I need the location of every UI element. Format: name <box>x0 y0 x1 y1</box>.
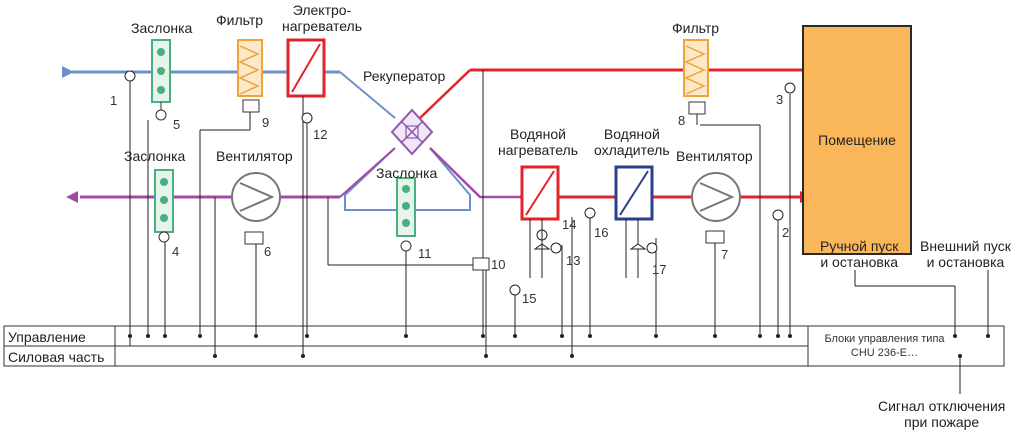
num-5: 5 <box>173 117 181 132</box>
control-bus <box>3 325 1005 367</box>
num-17: 17 <box>652 262 667 277</box>
num-16: 16 <box>594 225 609 240</box>
electric-heater <box>286 38 326 98</box>
temperature-sensors <box>124 70 796 296</box>
num-15: 15 <box>522 291 537 306</box>
control-row-label: Управление <box>8 329 86 345</box>
num-11: 11 <box>418 246 432 261</box>
damper-bottom-label: Заслонка <box>124 148 186 164</box>
damper-top-label: Заслонка <box>131 20 193 36</box>
room-label: Помещение <box>818 132 896 148</box>
manual-start-label: Ручной пуск и остановка <box>820 238 899 270</box>
water-heater-label: Водяной нагреватель <box>498 126 578 158</box>
control-units-label: Блоки управления типа CHU 236-E… <box>824 333 945 359</box>
filter-right <box>683 39 709 115</box>
external-start-label: Внешний пуск и остановка <box>920 238 1011 270</box>
num-12: 12 <box>313 127 328 142</box>
room-box: Помещение <box>802 25 912 255</box>
num-1: 1 <box>110 93 118 108</box>
num-6: 6 <box>264 244 272 259</box>
valve-heater <box>529 219 562 278</box>
fan-right-label: Вентилятор <box>676 148 753 164</box>
damper-3 <box>396 177 416 252</box>
num-14: 14 <box>562 217 577 232</box>
filter-left <box>237 39 263 113</box>
num-10: 10 <box>491 257 506 272</box>
filter-left-label: Фильтр <box>216 12 264 28</box>
water-cooler <box>614 165 654 221</box>
num-7: 7 <box>721 247 729 262</box>
power-row-label: Силовая часть <box>8 349 105 365</box>
num-13: 13 <box>566 253 581 268</box>
damper-1 <box>151 39 171 121</box>
recuperator <box>390 108 434 156</box>
dp-sensor-recuperator <box>472 257 490 271</box>
valve-cooler <box>625 219 658 278</box>
damper-2 <box>154 169 174 243</box>
water-heater <box>520 165 560 221</box>
num-8: 8 <box>678 113 686 128</box>
fan-left <box>231 172 281 245</box>
control-wiring <box>129 70 989 394</box>
fan-left-label: Вентилятор <box>216 148 293 164</box>
water-cooler-label: Водяной охладитель <box>594 126 670 158</box>
recuperator-label: Рекуператор <box>363 68 446 84</box>
bus-junctions <box>128 334 990 358</box>
num-4: 4 <box>172 244 180 259</box>
num-9: 9 <box>262 115 270 130</box>
fan-right <box>691 172 741 244</box>
damper-middle-label: Заслонка <box>376 165 438 181</box>
num-2: 2 <box>782 225 790 240</box>
exhaust-air-line <box>66 147 520 203</box>
fire-signal-label: Сигнал отключения при пожаре <box>878 398 1006 430</box>
num-3: 3 <box>776 92 784 107</box>
filter-right-label: Фильтр <box>672 20 720 36</box>
electric-heater-label: Электро- нагреватель <box>282 2 362 34</box>
